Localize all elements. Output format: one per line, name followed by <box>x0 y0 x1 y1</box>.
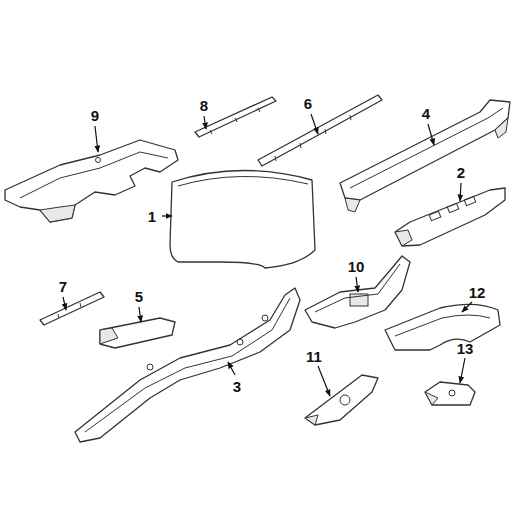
callout-number: 13 <box>455 340 476 357</box>
support-brace <box>75 288 300 442</box>
callout-number: 5 <box>133 288 145 305</box>
bracket-part <box>305 375 378 425</box>
leader-lines <box>63 114 472 396</box>
callout-number: 7 <box>57 278 69 295</box>
callout-number: 2 <box>455 164 467 181</box>
trim-strip <box>258 95 382 166</box>
callout-number: 11 <box>304 348 324 365</box>
callout-number: 3 <box>231 378 243 395</box>
callout-number: 1 <box>146 208 158 225</box>
bracket-part <box>305 256 410 328</box>
cover-part <box>385 304 500 350</box>
callout-number: 4 <box>420 105 432 122</box>
callout-number: 8 <box>198 97 210 114</box>
cover-part <box>100 318 175 348</box>
callout-number: 9 <box>89 107 101 124</box>
callout-number: 12 <box>467 284 488 301</box>
trim-strip <box>40 292 104 325</box>
callout-number: 6 <box>302 95 314 112</box>
lower-trim <box>395 188 505 246</box>
insulator-panel <box>170 170 315 268</box>
clip-part <box>425 382 475 405</box>
callout-number: 10 <box>346 258 367 275</box>
trim-strip <box>195 97 276 137</box>
